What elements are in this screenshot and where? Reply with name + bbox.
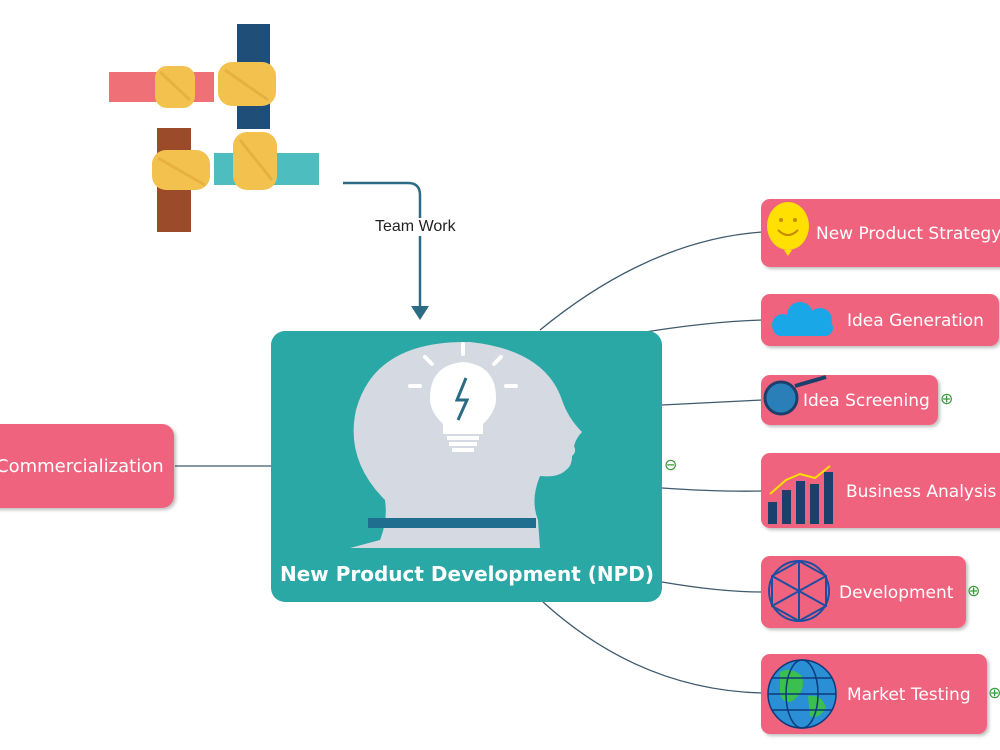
teamwork-hands-icon (109, 24, 319, 232)
branch-node-business-analysis[interactable] (761, 453, 1000, 528)
branch-node-new-product-strategy[interactable] (761, 199, 1000, 267)
branch-label-idea-generation: Idea Generation (847, 311, 984, 331)
network-icon (768, 559, 830, 623)
team-work-connector (343, 181, 422, 306)
expand-market-testing-icon[interactable]: ⊕ (988, 685, 1000, 702)
arrow-head (411, 306, 429, 320)
bar-chart-icon (768, 465, 833, 524)
collapse-toggle-icon[interactable]: ⊖ (664, 457, 678, 474)
central-topic-title: New Product Development (NPD) (279, 562, 655, 586)
central-topic-node[interactable] (271, 331, 662, 602)
branch-connectors (175, 231, 763, 694)
branch-label-development: Development (839, 583, 954, 603)
balloon-icon (767, 202, 809, 256)
head-lightbulb-icon (350, 341, 582, 548)
commercialization-label: Commercialization (0, 456, 164, 477)
commercialization-node[interactable] (0, 424, 174, 508)
branch-label-market-testing: Market Testing (847, 685, 971, 705)
magnifier-globe-icon (763, 375, 827, 416)
branch-label-idea-screening: Idea Screening (803, 391, 930, 411)
branch-node-development[interactable] (761, 556, 966, 628)
expand-development-icon[interactable]: ⊕ (967, 583, 981, 600)
branch-label-business-analysis: Business Analysis (846, 482, 997, 502)
branch-node-idea-screening[interactable] (761, 375, 938, 425)
cloud-icon (772, 302, 833, 336)
expand-idea-screening-icon[interactable]: ⊕ (940, 391, 954, 408)
globe-icon (767, 659, 837, 729)
branch-nodes (761, 199, 1000, 734)
branch-label-new-product-strategy: New Product Strategy (816, 224, 1000, 244)
team-work-label: Team Work (374, 218, 457, 236)
